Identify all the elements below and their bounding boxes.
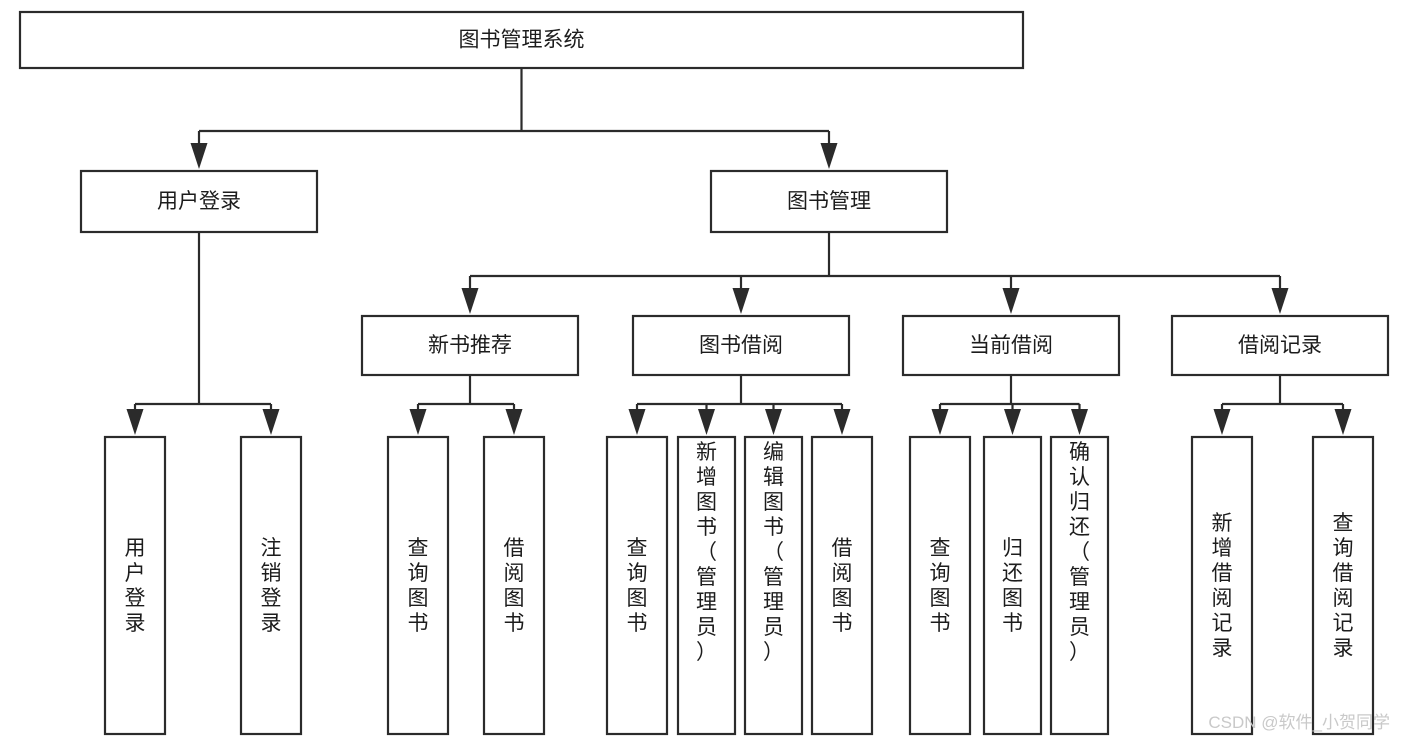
node-box-current-borrow[interactable]: [901, 314, 1121, 377]
node-label-leaf-return-book: 归还图书: [1002, 537, 1023, 635]
arrow-head-icon: [1271, 288, 1289, 314]
arrow-head-icon: [732, 288, 750, 314]
connector-group-new-book-rec: [409, 375, 523, 435]
node-leaf-query-book-3[interactable]: 查询图书: [908, 435, 972, 736]
node-box-leaf-query-book-3[interactable]: [908, 435, 972, 736]
node-leaf-logout[interactable]: 注销登录: [239, 435, 303, 736]
node-box-leaf-borrow-book-2[interactable]: [810, 435, 874, 736]
node-label-book-manage: 图书管理: [787, 190, 871, 213]
node-box-leaf-edit-book[interactable]: [743, 435, 804, 736]
node-box-user-login[interactable]: [79, 169, 319, 234]
node-leaf-confirm-return[interactable]: 确认归还（管理员）: [1049, 435, 1110, 736]
node-box-book-manage[interactable]: [709, 169, 949, 234]
connectors-layer: [126, 68, 1352, 435]
connector-group-borrow-record: [1213, 375, 1352, 435]
connector-group-root: [190, 68, 838, 169]
node-box-leaf-query-book-1[interactable]: [386, 435, 450, 736]
arrow-head-icon: [1334, 409, 1352, 435]
nodes-layer: 图书管理系统用户登录图书管理新书推荐图书借阅当前借阅借阅记录用户登录注销登录查询…: [18, 10, 1390, 736]
connector-group-current-borrow: [931, 375, 1088, 435]
node-leaf-add-book[interactable]: 新增图书（管理员）: [676, 435, 737, 736]
node-label-borrow-record: 借阅记录: [1238, 334, 1322, 357]
node-label-leaf-query-book-2: 查询图书: [627, 537, 648, 635]
node-label-leaf-user-login: 用户登录: [125, 537, 146, 635]
node-current-borrow[interactable]: 当前借阅: [901, 314, 1121, 377]
arrow-head-icon: [1004, 409, 1021, 435]
node-label-current-borrow: 当前借阅: [969, 334, 1053, 357]
node-book-borrow[interactable]: 图书借阅: [631, 314, 851, 377]
node-label-leaf-borrow-book-2: 借阅图书: [832, 537, 853, 635]
node-label-leaf-add-record: 新增借阅记录: [1212, 512, 1233, 660]
node-box-leaf-user-login[interactable]: [103, 435, 167, 736]
node-box-leaf-return-book[interactable]: [982, 435, 1043, 736]
arrow-head-icon: [262, 409, 280, 435]
node-leaf-query-book-2[interactable]: 查询图书: [605, 435, 669, 736]
connector-group-book-borrow: [628, 375, 851, 435]
arrow-head-icon: [409, 409, 427, 435]
node-label-user-login: 用户登录: [157, 190, 241, 213]
node-leaf-query-book-1[interactable]: 查询图书: [386, 435, 450, 736]
arrow-head-icon: [1002, 288, 1020, 314]
node-label-leaf-confirm-return: 确认归还（管理员）: [1069, 441, 1090, 664]
node-leaf-user-login[interactable]: 用户登录: [103, 435, 167, 736]
arrow-head-icon: [1213, 409, 1231, 435]
node-label-leaf-query-record: 查询借阅记录: [1333, 512, 1354, 660]
node-leaf-borrow-book-1[interactable]: 借阅图书: [482, 435, 546, 736]
node-new-book-rec[interactable]: 新书推荐: [360, 314, 580, 377]
node-label-root: 图书管理系统: [459, 29, 585, 52]
node-label-leaf-query-book-1: 查询图书: [408, 537, 429, 635]
arrow-head-icon: [505, 409, 523, 435]
node-box-leaf-logout[interactable]: [239, 435, 303, 736]
watermark-label: CSDN @软件_小贺同学: [1208, 713, 1390, 732]
node-label-leaf-edit-book: 编辑图书（管理员）: [763, 441, 784, 664]
arrow-head-icon: [931, 409, 949, 435]
node-leaf-borrow-book-2[interactable]: 借阅图书: [810, 435, 874, 736]
node-leaf-query-record[interactable]: 查询借阅记录: [1311, 435, 1375, 736]
node-label-leaf-borrow-book-1: 借阅图书: [504, 537, 525, 635]
node-box-leaf-add-book[interactable]: [676, 435, 737, 736]
node-box-leaf-query-book-2[interactable]: [605, 435, 669, 736]
node-box-new-book-rec[interactable]: [360, 314, 580, 377]
arrow-head-icon: [833, 409, 851, 435]
node-label-leaf-logout: 注销登录: [261, 537, 282, 635]
node-label-new-book-rec: 新书推荐: [428, 334, 512, 357]
node-box-leaf-add-record[interactable]: [1190, 435, 1254, 736]
node-box-root[interactable]: [18, 10, 1025, 70]
arrow-head-icon: [190, 143, 208, 169]
connector-group-user-login: [126, 232, 280, 435]
node-label-leaf-add-book: 新增图书（管理员）: [696, 441, 717, 664]
node-leaf-return-book[interactable]: 归还图书: [982, 435, 1043, 736]
node-box-book-borrow[interactable]: [631, 314, 851, 377]
node-borrow-record[interactable]: 借阅记录: [1170, 314, 1390, 377]
node-box-borrow-record[interactable]: [1170, 314, 1390, 377]
arrow-head-icon: [126, 409, 144, 435]
node-leaf-add-record[interactable]: 新增借阅记录: [1190, 435, 1254, 736]
arrow-head-icon: [628, 409, 646, 435]
connector-group-book-manage: [461, 232, 1289, 314]
arrow-head-icon: [1071, 409, 1088, 435]
node-label-leaf-query-book-3: 查询图书: [930, 537, 951, 635]
node-book-manage[interactable]: 图书管理: [709, 169, 949, 234]
node-leaf-edit-book[interactable]: 编辑图书（管理员）: [743, 435, 804, 736]
node-label-book-borrow: 图书借阅: [699, 334, 783, 357]
node-box-leaf-query-record[interactable]: [1311, 435, 1375, 736]
arrow-head-icon: [461, 288, 479, 314]
arrow-head-icon: [765, 409, 782, 435]
node-box-leaf-confirm-return[interactable]: [1049, 435, 1110, 736]
arrow-head-icon: [698, 409, 715, 435]
node-box-leaf-borrow-book-1[interactable]: [482, 435, 546, 736]
arrow-head-icon: [820, 143, 838, 169]
node-root[interactable]: 图书管理系统: [18, 10, 1025, 70]
node-user-login[interactable]: 用户登录: [79, 169, 319, 234]
